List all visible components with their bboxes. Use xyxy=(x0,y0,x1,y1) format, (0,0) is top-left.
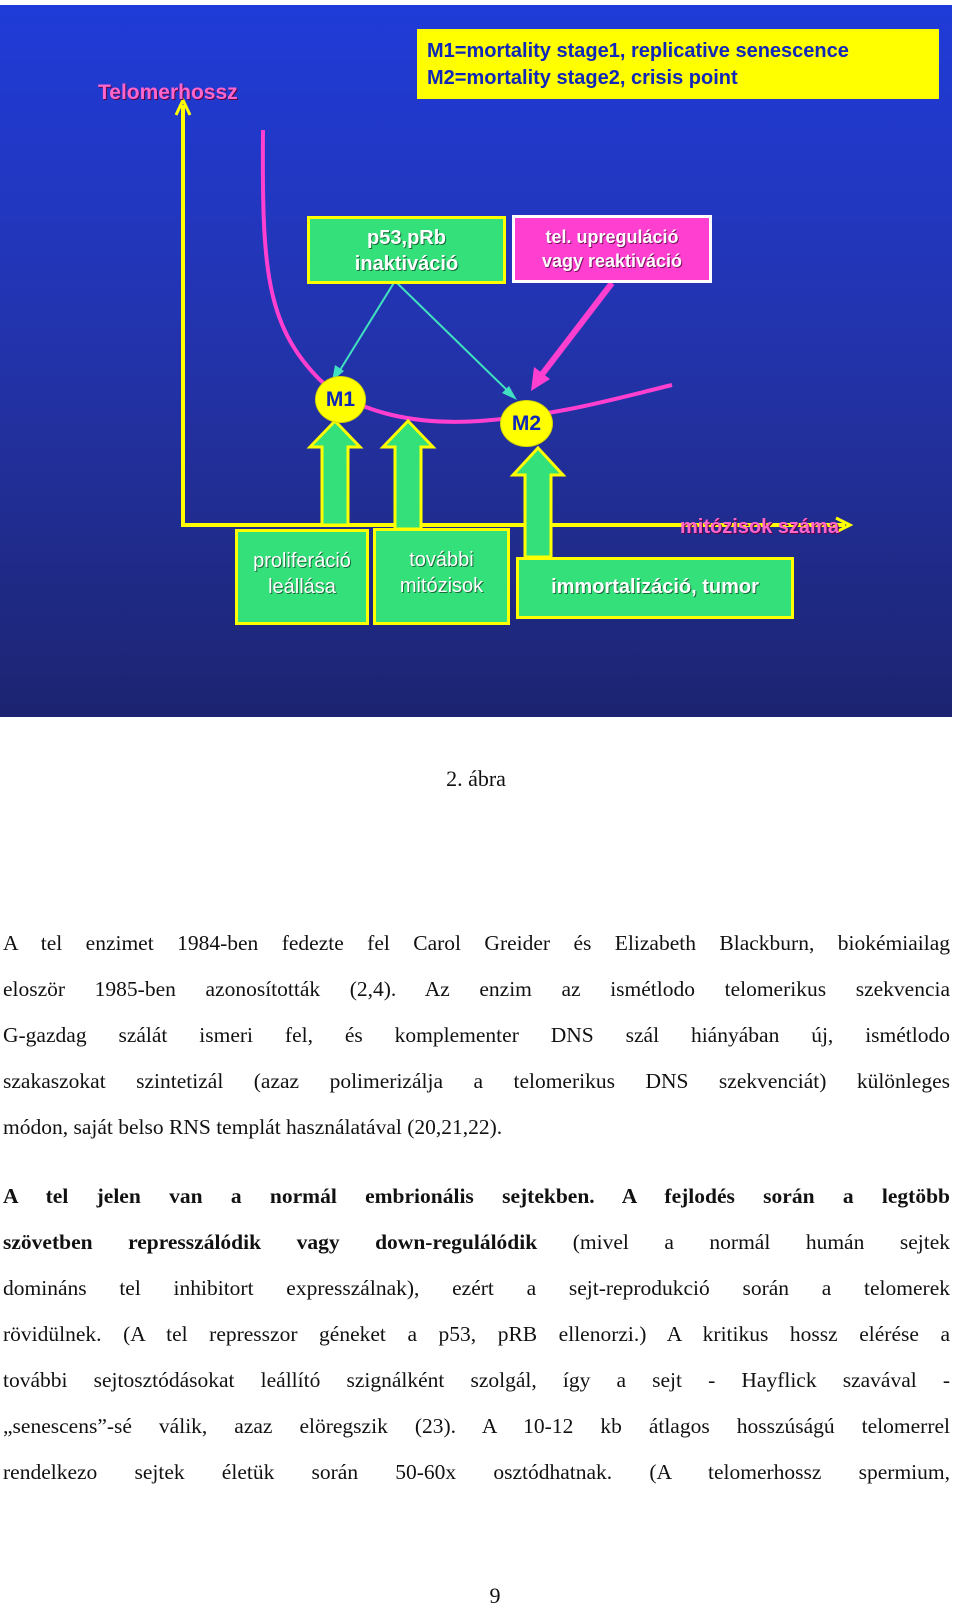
p2-line-2: szövetben represszálódik vagy down-regul… xyxy=(3,1219,950,1265)
p2-line-7: rendelkezo sejtek életük során 50-60x os… xyxy=(3,1460,950,1484)
telomere-curve xyxy=(260,129,673,424)
p2-line-2-rest: (mivel a normál humán sejtek xyxy=(537,1230,951,1254)
immortalization-box: immortalizáció, tumor xyxy=(516,557,794,619)
p2-line-4: rövidülnek. (A tel represszor géneket a … xyxy=(3,1322,950,1346)
p2-bold-line-1: A tel jelen van a normál embrionális sej… xyxy=(3,1184,950,1208)
tovabbi-box-line-1: további xyxy=(409,549,474,571)
m2-circle: M2 xyxy=(500,400,553,447)
p53-box-line-2: inaktiváció xyxy=(354,253,459,275)
prolif-box-line-2: leállása xyxy=(268,576,336,598)
proliferation-stop-box: proliferáció leállása xyxy=(235,529,369,625)
p1-line-3: G-gazdag szálát ismeri fel, és komplemen… xyxy=(3,1023,950,1047)
tovabbi-box-line-2: mitózisok xyxy=(399,575,484,597)
legend-box: M1=mortality stage1, replicative senesce… xyxy=(417,29,939,99)
p2-line-3: domináns tel inhibitort expresszálnak), … xyxy=(3,1276,950,1300)
paragraph-1: A tel enzimet 1984-ben fedezte fel Carol… xyxy=(3,920,950,1150)
further-mitoses-box: további mitózisok xyxy=(373,528,510,625)
arrow-upreg-to-m2-head xyxy=(531,367,550,391)
p2-bold-line-2: szövetben represszálódik vagy down-regul… xyxy=(3,1230,538,1254)
p1-line-2: eloször 1985-ben azonosították (2,4). Az… xyxy=(3,977,950,1001)
x-axis-label: mitózisok száma xyxy=(680,516,839,538)
legend-line-2: M2=mortality stage2, crisis point xyxy=(427,67,738,89)
figure-caption: 2. ábra xyxy=(446,766,506,791)
p2-line-5: további sejtosztódásokat leállító szigná… xyxy=(3,1368,950,1392)
p1-line-1: A tel enzimet 1984-ben fedezte fel Carol… xyxy=(3,931,950,955)
telomere-diagram: Telomerhossz M1=mortality stage1, replic… xyxy=(0,5,952,717)
p1-line-5: módon, saját belso RNS templát használat… xyxy=(3,1115,503,1139)
m1-circle: M1 xyxy=(315,376,366,423)
upregulation-box: tel. upreguláció vagy reaktiváció xyxy=(512,215,712,283)
y-axis-label: Telomerhossz xyxy=(98,81,238,104)
arrow-p53-to-m1 xyxy=(336,280,396,376)
arrow-p53-to-m2-head xyxy=(502,386,517,400)
green-up-arrow-3 xyxy=(509,445,567,559)
p2-line-1: A tel jelen van a normál embrionális sej… xyxy=(3,1173,950,1219)
page-number: 9 xyxy=(489,1583,501,1608)
p53-box-line-1: p53,pRb xyxy=(367,227,446,249)
paragraph-2: A tel jelen van a normál embrionális sej… xyxy=(3,1173,950,1495)
prolif-box-line-1: proliferáció xyxy=(253,550,351,572)
y-axis-arrowhead xyxy=(174,96,192,116)
arrow-p53-to-m2 xyxy=(394,280,513,396)
p1-line-4: szakaszokat szintetizál (azaz polimerizá… xyxy=(3,1069,950,1093)
x-axis-arrowhead xyxy=(835,516,854,534)
legend-line-1: M1=mortality stage1, replicative senesce… xyxy=(427,40,849,62)
green-up-arrow-2 xyxy=(379,418,437,531)
upreg-box-line-2: vagy reaktiváció xyxy=(541,251,683,271)
arrow-upreg-to-m2 xyxy=(537,281,615,379)
p53-prb-box: p53,pRb inaktiváció xyxy=(307,216,506,284)
green-up-arrow-1 xyxy=(306,418,364,527)
upreg-box-line-1: tel. upreguláció xyxy=(545,227,679,247)
p2-line-6: „senescens”-sé válik, azaz elöregszik (2… xyxy=(3,1414,950,1438)
diagram-graphics xyxy=(174,96,854,559)
